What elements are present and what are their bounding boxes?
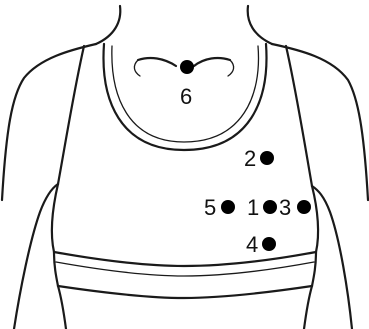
point-4: 4 [246,232,276,257]
point-6-label: 6 [180,84,192,109]
torso-right-lower [304,286,312,329]
band-bottom [58,286,312,298]
point-5-dot [221,200,235,214]
point-4-dot [262,237,276,251]
point-1-label: 1 [247,195,259,220]
left-shoulder-arm [2,44,96,200]
point-2: 2 [244,146,274,171]
torso-left-lower [58,286,66,329]
point-3-label: 3 [279,195,291,220]
band-top [54,252,316,266]
neck-curve-left [134,60,140,76]
neck-curve-right [228,60,234,76]
right-inner-arm [312,186,352,329]
right-strap-outer [286,46,312,186]
point-2-dot [260,151,274,165]
collarbone-right [194,58,230,66]
point-1: 1 [247,195,277,220]
left-strap-outer [58,46,84,184]
neck-right-line [248,6,272,44]
band-right-edge [312,252,316,286]
point-5: 5 [204,195,235,220]
left-side-body [52,184,58,252]
left-inner-arm [14,184,58,329]
point-1-dot [263,200,277,214]
neck-left-line [96,6,120,44]
right-shoulder-arm [272,44,368,200]
point-5-label: 5 [204,195,216,220]
point-6-dot [180,60,194,74]
point-6: 6 [180,60,194,109]
point-3: 3 [279,195,311,220]
point-2-label: 2 [244,146,256,171]
point-3-dot [297,200,311,214]
collarbone-left [138,58,176,66]
band-left-edge [54,252,58,286]
band-stitch [56,262,314,276]
right-side-body [312,186,318,252]
point-4-label: 4 [246,232,258,257]
